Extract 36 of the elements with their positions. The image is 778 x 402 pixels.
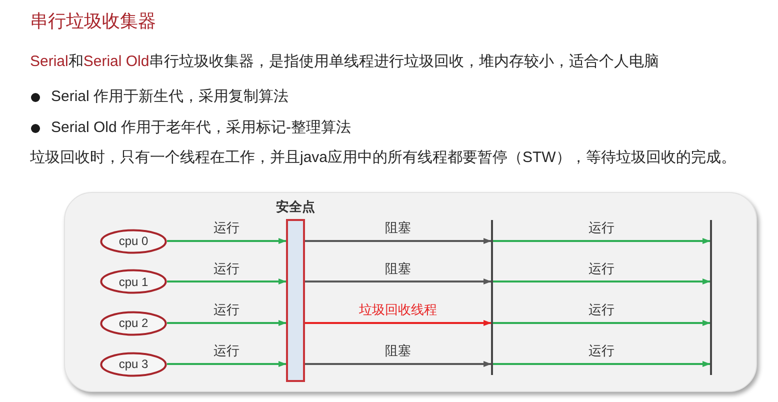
- vertical-line: [710, 220, 712, 375]
- arrow: [493, 320, 710, 326]
- arrow: [167, 320, 286, 326]
- bullet-text: Serial 作用于新生代，采用复制算法: [51, 87, 289, 107]
- arrow: [493, 361, 710, 367]
- cpu-ellipse: cpu 0: [100, 228, 167, 254]
- arrow: [167, 278, 286, 284]
- arrow: [305, 320, 492, 326]
- edge-label: 运行: [212, 302, 242, 318]
- arrow: [493, 238, 710, 244]
- edge-label: 运行: [586, 302, 616, 318]
- edge-label: 运行: [586, 260, 616, 276]
- edge-label: 运行: [212, 260, 242, 276]
- edge-label: 运行: [212, 343, 242, 359]
- paragraph: 垃圾回收时，只有一个线程在工作，并且java应用中的所有线程都要暂停（STW），等待垃圾回收的完成。: [30, 148, 736, 168]
- vertical-line: [491, 220, 493, 375]
- edge-label: 阻塞: [383, 343, 413, 359]
- edge-label: 运行: [586, 343, 616, 359]
- edge-label: 垃圾回收线程: [357, 302, 439, 318]
- arrow: [305, 238, 492, 244]
- arrow: [493, 278, 710, 284]
- edge-label: 运行: [212, 220, 242, 236]
- arrow: [305, 361, 492, 367]
- cpu-ellipse: cpu 1: [100, 269, 167, 294]
- edge-label: 阻塞: [383, 260, 413, 276]
- arrow: [167, 238, 286, 244]
- cpu-ellipse: cpu 3: [100, 352, 167, 376]
- paragraph: Serial和Serial Old串行垃圾收集器，是指使用单线程进行垃圾回收，堆内存较小，适合个人电脑: [30, 52, 660, 72]
- title: 串行垃圾收集器: [30, 10, 156, 32]
- arrow: [167, 361, 286, 367]
- bar-label: 安全点: [276, 199, 315, 215]
- bullet-text: Serial Old 作用于老年代，采用标记-整理算法: [51, 118, 352, 138]
- edge-label: 运行: [586, 220, 616, 236]
- edge-label: 阻塞: [383, 220, 413, 236]
- cpu-ellipse: cpu 2: [100, 310, 167, 336]
- arrow: [305, 278, 492, 284]
